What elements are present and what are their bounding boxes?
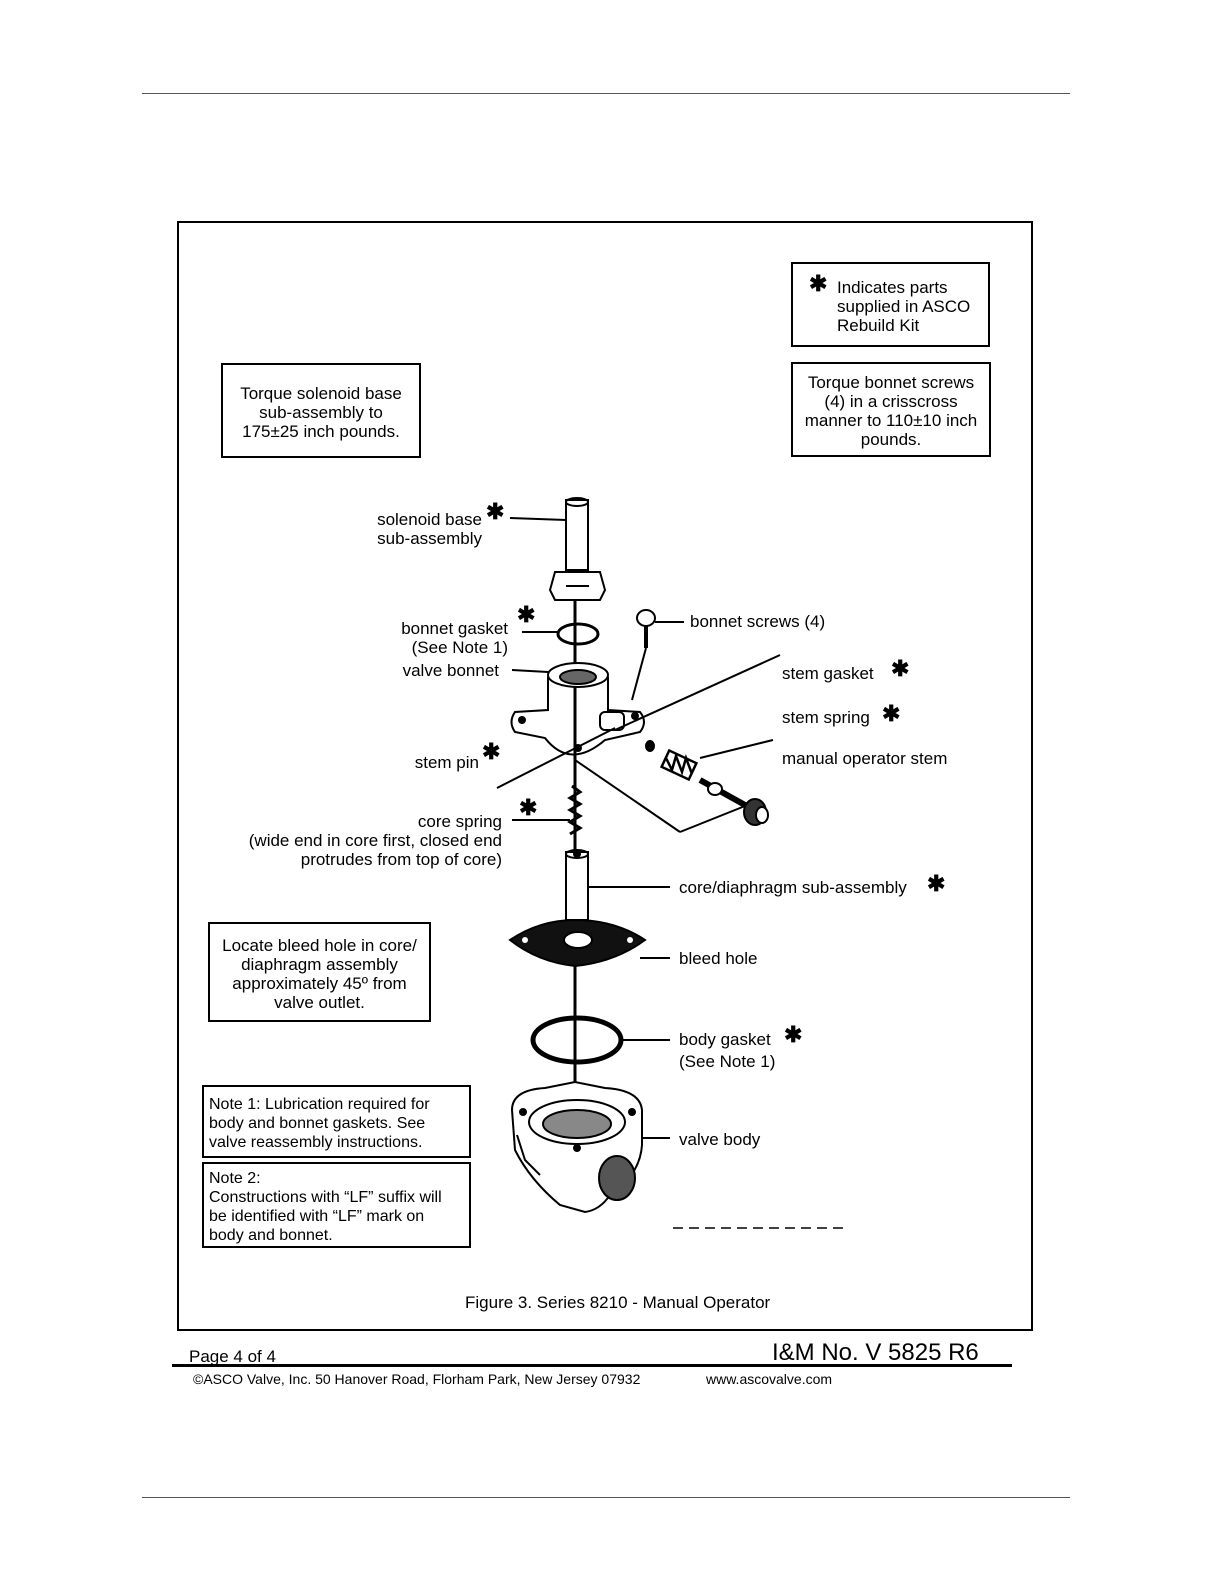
label-solenoid-base: solenoid base sub-assembly xyxy=(377,510,482,548)
footer-rule xyxy=(172,1364,1012,1367)
note-line: body and bonnet gaskets. See xyxy=(209,1115,426,1132)
asterisk-icon: ✱ xyxy=(784,1022,803,1047)
asterisk-icon: ✱ xyxy=(882,701,901,726)
note-line: manner to 110±10 inch xyxy=(804,411,978,430)
note-line: Note 1: Lubrication required for xyxy=(209,1096,430,1113)
page-number: Page 4 of 4 xyxy=(189,1347,276,1366)
manual-operator-stem-part xyxy=(698,777,769,826)
note-line: approximately 45º from xyxy=(232,974,407,993)
bonnet-gasket-part xyxy=(556,622,600,646)
legend-line: Indicates parts xyxy=(837,278,948,297)
leader-solenoid-base xyxy=(509,517,567,521)
note-line: Locate bleed hole in core/ xyxy=(222,936,417,955)
note-line: (4) in a crisscross xyxy=(824,392,958,411)
figure-caption: Figure 3. Series 8210 - Manual Operator xyxy=(465,1293,771,1312)
asterisk-icon: ✱ xyxy=(517,602,536,627)
asterisk-icon: ✱ xyxy=(891,656,910,681)
bleed-hole-note: Locate bleed hole in core/ diaphragm ass… xyxy=(208,922,431,1022)
stem-gasket-part xyxy=(645,740,655,752)
figure-frame xyxy=(177,221,1033,1331)
asterisk-icon: ✱ xyxy=(927,871,946,896)
note-line: valve outlet. xyxy=(274,993,365,1012)
label-bleed-hole: bleed hole xyxy=(679,949,758,968)
asterisk-icon: ✱ xyxy=(519,795,538,820)
website-link[interactable]: www.ascovalve.com xyxy=(706,1371,833,1387)
asterisk-icon: ✱ xyxy=(809,271,828,296)
bottom-rule xyxy=(142,1497,1070,1498)
stem-spring-part xyxy=(659,748,699,782)
note-2-box: Note 2: Constructions with “LF” suffix w… xyxy=(202,1162,471,1248)
torque-solenoid-note: Torque solenoid base sub-assembly to 175… xyxy=(221,363,421,458)
note-line: diaphragm assembly xyxy=(241,955,398,974)
note-line: Torque solenoid base xyxy=(240,384,402,403)
note-line: sub-assembly to xyxy=(259,403,383,422)
label-bonnet-gasket: bonnet gasket (See Note 1) xyxy=(401,619,508,657)
copyright-text: ©ASCO Valve, Inc. 50 Hanover Road, Florh… xyxy=(193,1371,641,1387)
note-line: body and bonnet. xyxy=(209,1227,333,1244)
label-core-spring: core spring (wide end in core first, clo… xyxy=(248,812,502,869)
note-line: 175±25 inch pounds. xyxy=(242,422,400,441)
label-stem-spring: stem spring xyxy=(782,708,870,727)
label-core-diaphragm: core/diaphragm sub-assembly xyxy=(679,878,907,897)
torque-bonnet-note: Torque bonnet screws (4) in a crisscross… xyxy=(791,362,991,457)
asterisk-icon: ✱ xyxy=(486,499,505,524)
legend-line: supplied in ASCO xyxy=(837,297,971,316)
legend-line: Rebuild Kit xyxy=(837,316,920,335)
label-bonnet-screws: bonnet screws (4) xyxy=(690,612,826,631)
note-line: valve reassembly instructions. xyxy=(209,1134,423,1151)
asterisk-icon: ✱ xyxy=(482,739,501,764)
label-manual-operator-stem: manual operator stem xyxy=(782,749,948,768)
bonnet-screw-part xyxy=(631,609,656,701)
note-line: be identified with “LF” mark on xyxy=(209,1208,425,1225)
valve-body-part xyxy=(510,1080,643,1214)
top-rule xyxy=(142,93,1070,94)
legend-box: ✱ Indicates parts supplied in ASCO Rebui… xyxy=(791,262,990,347)
solenoid-base-part xyxy=(548,497,607,601)
note-line: pounds. xyxy=(860,430,922,449)
note-line: Constructions with “LF” suffix will xyxy=(209,1189,442,1206)
label-body-gasket: body gasket (See Note 1) xyxy=(679,1030,776,1071)
label-stem-gasket: stem gasket xyxy=(782,664,874,683)
core-diaphragm-part xyxy=(508,849,647,968)
label-stem-pin: stem pin xyxy=(414,753,479,772)
leader-valve-bonnet xyxy=(511,669,549,673)
document-number: I&M No. V 5825 R6 xyxy=(772,1339,979,1366)
note-1-box: Note 1: Lubrication required for body an… xyxy=(202,1085,471,1158)
body-gasket-part xyxy=(530,1015,624,1065)
valve-bonnet-part xyxy=(510,662,645,756)
core-spring-part xyxy=(567,784,583,836)
label-valve-bonnet: valve bonnet xyxy=(402,661,499,680)
label-valve-body: valve body xyxy=(679,1130,761,1149)
note-line: Torque bonnet screws xyxy=(807,373,975,392)
note-line: Note 2: xyxy=(209,1170,261,1187)
